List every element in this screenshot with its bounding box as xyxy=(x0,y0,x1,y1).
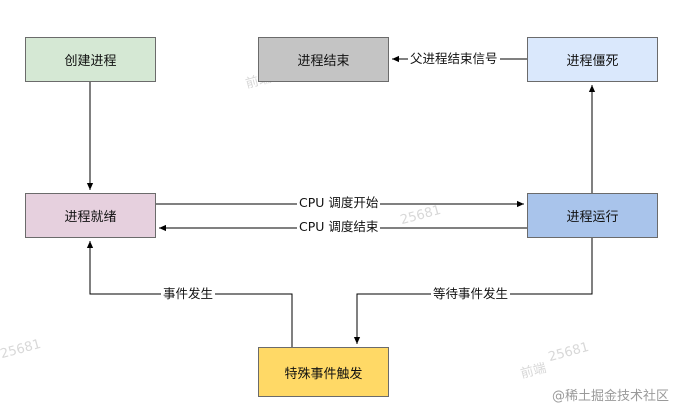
node-label: 进程运行 xyxy=(566,210,619,225)
node-process-ready: 进程就绪 xyxy=(25,193,156,238)
node-label: 进程就绪 xyxy=(64,210,117,225)
node-process-zombie: 进程僵死 xyxy=(527,37,658,82)
edge-label-cpu-schedule-start: CPU 调度开始 xyxy=(297,195,381,210)
node-label: 创建进程 xyxy=(64,54,117,69)
edge-label-parent-end-signal: 父进程结束信号 xyxy=(408,51,500,66)
watermark-credit: @稀土掘金技术社区 xyxy=(551,389,669,404)
edge-label-event-happened: 事件发生 xyxy=(161,286,216,301)
node-process-running: 进程运行 xyxy=(527,193,658,238)
node-create-process: 创建进程 xyxy=(25,37,156,82)
node-label: 进程结束 xyxy=(297,54,350,69)
node-label: 进程僵死 xyxy=(566,54,619,69)
node-special-event: 特殊事件触发 xyxy=(258,347,389,397)
edge-label-cpu-schedule-end: CPU 调度结束 xyxy=(297,219,381,234)
node-label: 特殊事件触发 xyxy=(284,366,363,382)
edge-label-wait-event-happened: 等待事件发生 xyxy=(431,286,511,301)
node-process-end: 进程结束 xyxy=(258,37,389,82)
